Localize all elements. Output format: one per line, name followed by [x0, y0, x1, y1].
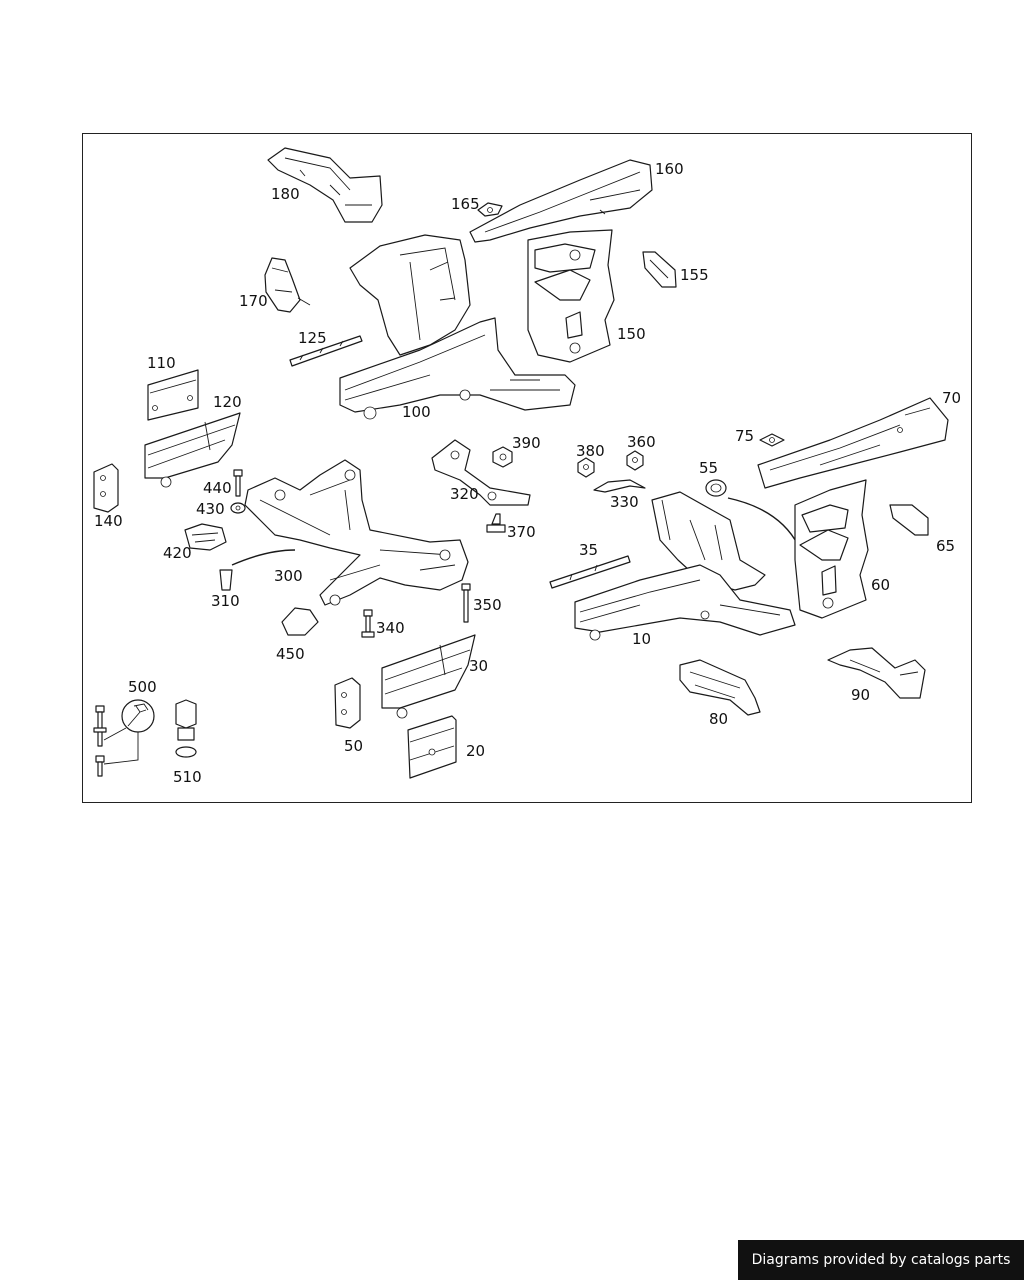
part-420-drawing[interactable] [184, 523, 227, 551]
part-390-drawing[interactable] [492, 446, 513, 468]
callout-110: 110 [147, 354, 176, 372]
callout-170: 170 [239, 292, 268, 310]
callout-390: 390 [512, 434, 541, 452]
part-10-drawing[interactable] [574, 491, 796, 641]
callout-70: 70 [942, 389, 961, 407]
part-320-drawing[interactable] [431, 439, 531, 506]
part-510-drawing[interactable] [175, 699, 197, 758]
part-110-drawing[interactable] [147, 369, 199, 421]
part-170-drawing[interactable] [264, 257, 311, 313]
callout-510: 510 [173, 768, 202, 786]
part-20-drawing[interactable] [407, 715, 457, 779]
part-370-drawing[interactable] [486, 513, 506, 533]
part-450-drawing[interactable] [281, 607, 319, 636]
part-340-drawing[interactable] [361, 609, 375, 638]
callout-155: 155 [680, 266, 709, 284]
part-500-drawing[interactable] [93, 699, 155, 777]
callout-320: 320 [450, 485, 479, 503]
part-55-drawing[interactable] [705, 479, 727, 497]
callout-430: 430 [196, 500, 225, 518]
callout-360: 360 [627, 433, 656, 451]
callout-370: 370 [507, 523, 536, 541]
part-35-drawing[interactable] [549, 555, 631, 589]
callout-10: 10 [632, 630, 651, 648]
callout-500: 500 [128, 678, 157, 696]
part-360-drawing[interactable] [626, 450, 644, 471]
callout-140: 140 [94, 512, 123, 530]
part-50-drawing[interactable] [334, 677, 361, 729]
callout-440: 440 [203, 479, 232, 497]
callout-120: 120 [213, 393, 242, 411]
part-440-drawing[interactable] [233, 469, 243, 497]
callout-90: 90 [851, 686, 870, 704]
part-300-drawing[interactable] [244, 459, 469, 606]
part-125-drawing[interactable] [289, 335, 363, 367]
callout-75: 75 [735, 427, 754, 445]
callout-160: 160 [655, 160, 684, 178]
callout-20: 20 [466, 742, 485, 760]
part-430-drawing[interactable] [230, 502, 246, 514]
part-350-drawing[interactable] [461, 583, 471, 623]
callout-340: 340 [376, 619, 405, 637]
callout-100: 100 [402, 403, 431, 421]
callout-60: 60 [871, 576, 890, 594]
part-60-drawing[interactable] [794, 479, 869, 619]
part-100-drawing[interactable] [339, 234, 576, 420]
callout-150: 150 [617, 325, 646, 343]
arrow-310-to-300 [231, 549, 296, 566]
part-120-drawing[interactable] [144, 412, 241, 488]
callout-300: 300 [274, 567, 303, 585]
callout-180: 180 [271, 185, 300, 203]
part-160-drawing[interactable] [469, 159, 653, 243]
arrow-55-to-60 [727, 497, 799, 546]
callout-165: 165 [451, 195, 480, 213]
callout-450: 450 [276, 645, 305, 663]
part-155-drawing[interactable] [642, 251, 677, 288]
footer-credit-text: Diagrams provided by catalogs parts [751, 1252, 1011, 1268]
part-165-drawing[interactable] [477, 202, 503, 217]
footer-credit-banner: Diagrams provided by catalogs parts [738, 1240, 1024, 1280]
callout-65: 65 [936, 537, 955, 555]
callout-330: 330 [610, 493, 639, 511]
part-140-drawing[interactable] [93, 463, 119, 513]
callout-50: 50 [344, 737, 363, 755]
part-90-drawing[interactable] [827, 647, 926, 699]
callout-380: 380 [576, 442, 605, 460]
part-65-drawing[interactable] [889, 504, 929, 536]
part-180-drawing[interactable] [267, 147, 383, 223]
part-310-drawing[interactable] [219, 569, 233, 591]
callout-80: 80 [709, 710, 728, 728]
callout-125: 125 [298, 329, 327, 347]
callout-35: 35 [579, 541, 598, 559]
callout-420: 420 [163, 544, 192, 562]
part-380-drawing[interactable] [577, 457, 595, 478]
part-30-drawing[interactable] [381, 634, 476, 719]
callout-350: 350 [473, 596, 502, 614]
part-70-drawing[interactable] [757, 397, 949, 489]
callout-310: 310 [211, 592, 240, 610]
part-80-drawing[interactable] [679, 659, 761, 716]
part-75-drawing[interactable] [759, 433, 785, 447]
part-330-drawing[interactable] [593, 479, 646, 493]
callout-55: 55 [699, 459, 718, 477]
callout-30: 30 [469, 657, 488, 675]
part-150-drawing[interactable] [527, 229, 615, 363]
